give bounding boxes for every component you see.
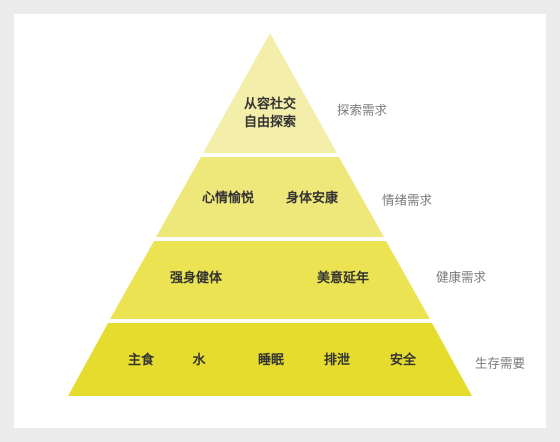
- tier-1-item-1: 从容社交: [243, 97, 297, 112]
- tier-2-item-1: 心情愉悦: [201, 191, 255, 206]
- tier-3-need-label: 健康需求: [436, 269, 487, 285]
- tier-4-item-2: 水: [192, 353, 206, 368]
- pyramid-tier-4: [68, 323, 472, 396]
- tier-4-item-1: 主食: [127, 353, 155, 368]
- tier-3-item-2: 美意延年: [316, 271, 370, 286]
- tier-4-need-label: 生存需要: [475, 355, 526, 371]
- tier-4-item-5: 安全: [389, 353, 417, 368]
- tier-4-item-3: 睡眠: [257, 353, 285, 368]
- tier-1-labels: 从容社交 自由探索: [244, 96, 296, 132]
- pyramid-tier-1: [203, 33, 337, 153]
- pyramid-tier-2: [156, 157, 384, 237]
- tier-1-item-2: 自由探索: [243, 115, 297, 130]
- tier-2-need-label: 情绪需求: [382, 192, 433, 208]
- tier-1-need-label: 探索需求: [337, 102, 388, 118]
- tier-3-item-1: 强身健体: [169, 271, 223, 286]
- pyramid-tier-3: [110, 241, 430, 319]
- tier-4-item-4: 排泄: [323, 353, 351, 368]
- tier-2-item-2: 身体安康: [285, 191, 339, 206]
